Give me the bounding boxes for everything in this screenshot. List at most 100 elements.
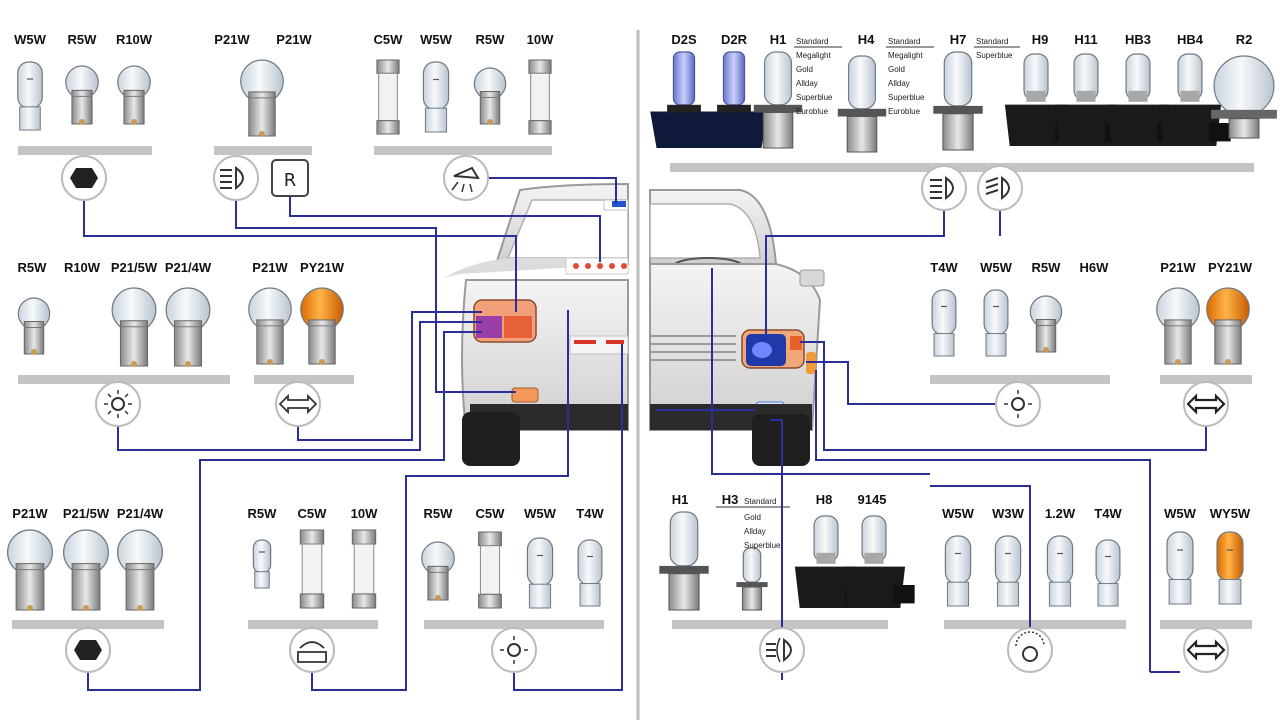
bulb-p21-5w [111, 287, 157, 367]
label-g2-0: P21W [214, 32, 250, 47]
high-beam-icon [977, 165, 1023, 211]
label-g12-3: 9145 [858, 492, 887, 507]
label-g2-1: P21W [276, 32, 312, 47]
label-g10-2: R5W [1032, 260, 1062, 275]
bulb-h4 [837, 55, 887, 153]
fog-front-icon [759, 627, 805, 673]
label-g14-1: WY5W [1210, 506, 1251, 521]
bulb-w5w-4 [983, 289, 1009, 357]
reverse-icon: R [271, 159, 309, 197]
label-g13-0: W5W [942, 506, 975, 521]
turn-signal-icon [275, 381, 321, 427]
low-beam-rear-icon [213, 155, 259, 201]
h3-variant-1: Gold [744, 513, 761, 522]
bulb-w5w-3 [526, 537, 554, 609]
label-g9-4: H7 [950, 32, 967, 47]
h1-variant-2: Gold [796, 65, 813, 74]
h4-variant-1: Megalight [888, 51, 923, 60]
bulb-r10w [117, 65, 151, 125]
h4-variant-5: Euroblue [888, 107, 921, 116]
headlight-icon [921, 165, 967, 211]
bulb-10w [528, 59, 552, 135]
bulb-t4w-2 [931, 289, 957, 357]
bulb-h8 [794, 515, 867, 608]
h4-variant-4: Superblue [888, 93, 925, 102]
turn-signal-front-icon [1183, 381, 1229, 427]
label-g9-5: H9 [1032, 32, 1049, 47]
bulb-c5w-3 [478, 531, 502, 609]
h4-variant-0: Standard [888, 37, 920, 46]
dashboard-light-icon [1007, 627, 1053, 673]
car-front-view [649, 189, 825, 466]
bulb-1-2w [1046, 535, 1074, 607]
symbol-circles: R [61, 155, 1229, 673]
bulb-w5w [17, 61, 43, 131]
bulb-h1 [753, 51, 803, 149]
label-g7-1: C5W [298, 506, 328, 521]
bulb-p21w-4 [1156, 287, 1200, 365]
label-g4-1: R10W [64, 260, 101, 275]
h3-variant-3: Superblue [744, 541, 781, 550]
label-g13-1: W3W [992, 506, 1025, 521]
bulb-c5w-2 [299, 529, 325, 609]
bulb-drawings [7, 51, 1277, 611]
label-g3-1: W5W [420, 32, 453, 47]
bulb-r5w-4 [252, 539, 272, 589]
label-g1-0: W5W [14, 32, 47, 47]
bulb-w5w-6 [1166, 531, 1194, 605]
label-g10-3: H6W [1080, 260, 1110, 275]
reverse-symbol-text: R [284, 170, 297, 191]
position-light-icon [95, 381, 141, 427]
h1-variant-1: Megalight [796, 51, 831, 60]
bulb-p21w-3 [7, 529, 53, 611]
label-g7-2: 10W [351, 506, 378, 521]
label-g8-2: W5W [524, 506, 557, 521]
brake-light-icon [65, 627, 111, 673]
label-g9-9: R2 [1236, 32, 1253, 47]
label-g13-2: 1.2W [1045, 506, 1076, 521]
label-g4-3: P21/4W [165, 260, 212, 275]
label-g3-0: C5W [374, 32, 404, 47]
label-g4-2: P21/5W [111, 260, 158, 275]
bulb-hb4 [1158, 53, 1231, 146]
bulb-h11 [1054, 53, 1127, 146]
bulb-10w-2 [351, 529, 377, 609]
label-g6-1: P21/5W [63, 506, 110, 521]
bulb-w5w-5 [944, 535, 972, 607]
h1-variant-3: Allday [796, 79, 818, 88]
label-g12-1: H3 [722, 492, 739, 507]
h1-variant-0: Standard [796, 37, 828, 46]
bulb-h1-2 [659, 511, 709, 611]
side-light-icon [491, 627, 537, 673]
bulb-r5w-6 [1029, 295, 1063, 353]
label-g9-3: H4 [858, 32, 875, 47]
label-g9-7: HB3 [1125, 32, 1151, 47]
label-g3-2: R5W [476, 32, 506, 47]
plate-light-icon [289, 627, 335, 673]
parking-light-icon [995, 381, 1041, 427]
interior-light-icon [443, 155, 489, 201]
h1-variant-4: Superblue [796, 93, 833, 102]
label-g1-1: R5W [68, 32, 98, 47]
bulb-h3 [736, 547, 768, 611]
bulb-py21w-2 [1206, 287, 1250, 365]
h4-variant-3: Allday [888, 79, 910, 88]
bulb-wy5w [1216, 531, 1244, 605]
label-g3-3: 10W [527, 32, 554, 47]
group-bars [12, 146, 1254, 629]
label-g10-0: T4W [930, 260, 958, 275]
turn-signal-side-icon [1183, 627, 1229, 673]
bulb-t4w-3 [1095, 539, 1121, 607]
bulb-p21w [240, 59, 284, 137]
label-g11-0: P21W [1160, 260, 1196, 275]
bulb-9145 [842, 515, 915, 608]
bulb-py21w [300, 287, 344, 365]
label-g14-0: W5W [1164, 506, 1197, 521]
label-g9-0: D2S [671, 32, 697, 47]
label-g9-1: D2R [721, 32, 748, 47]
bulb-r5w-3 [17, 297, 51, 355]
label-g13-3: T4W [1094, 506, 1122, 521]
bulb-t4w [577, 539, 603, 607]
